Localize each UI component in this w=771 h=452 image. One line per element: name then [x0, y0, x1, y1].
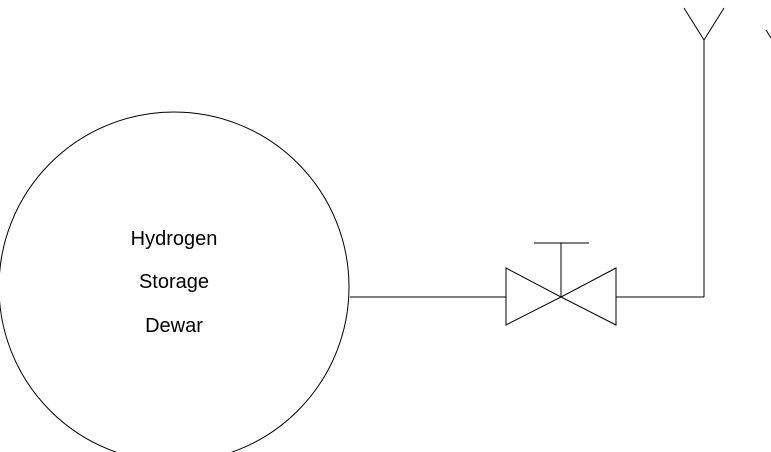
vent-icon	[683, 7, 725, 41]
vent-left-arm	[683, 7, 705, 41]
dewar-label-line-1: Hydrogen	[131, 228, 218, 250]
vent-right-arm	[703, 7, 725, 41]
valve-right-triangle	[559, 267, 617, 326]
edge-vent-icon	[765, 29, 771, 39]
edge-vent-arm	[765, 29, 771, 39]
dewar-label-line-2: Storage	[139, 271, 209, 293]
storage-dewar: Hydrogen Storage Dewar	[0, 111, 350, 452]
valve-handwheel-icon	[534, 242, 589, 297]
gate-valve-icon	[505, 242, 617, 326]
valve-left-triangle	[505, 267, 563, 326]
dewar-label-line-3: Dewar	[145, 315, 203, 337]
dewar-outline	[0, 111, 350, 452]
